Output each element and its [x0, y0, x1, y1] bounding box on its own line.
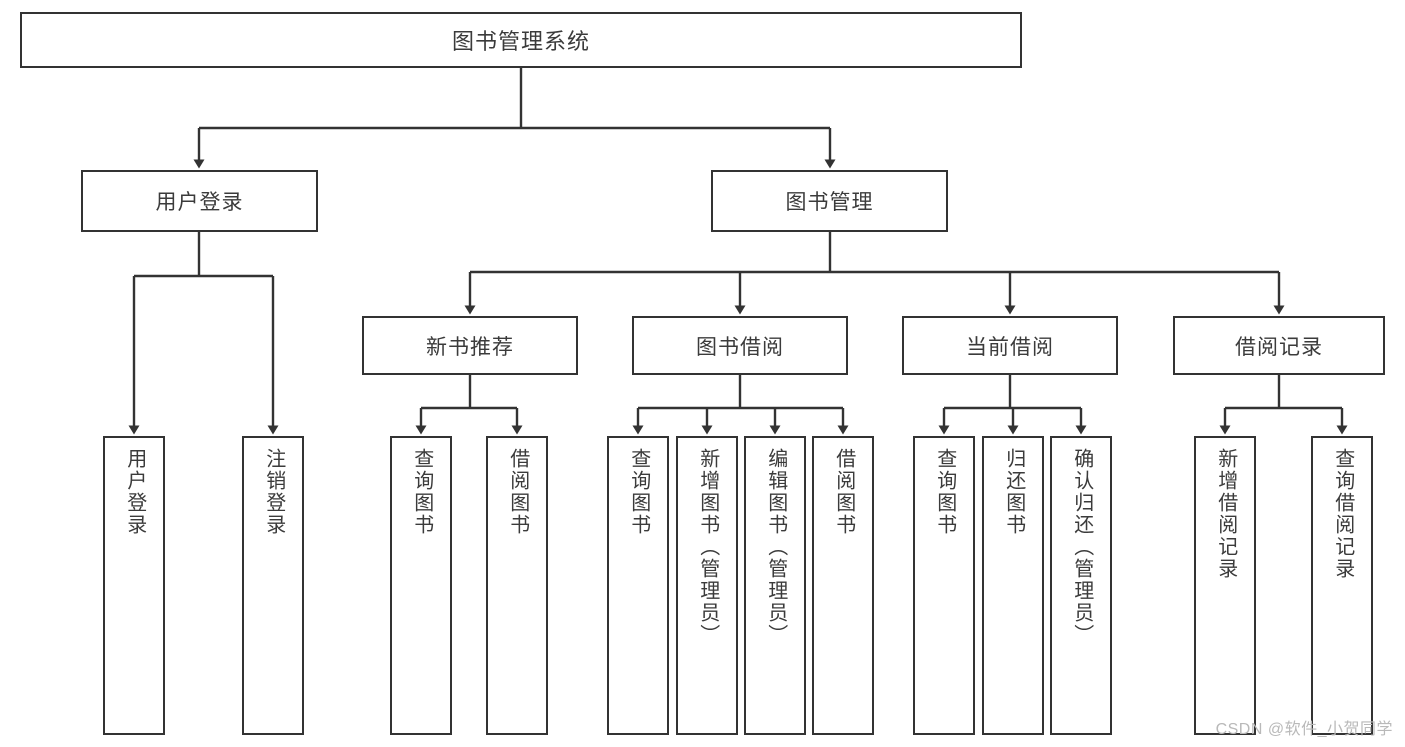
node-leaf-return-book[interactable]: 归还图书 — [982, 436, 1044, 735]
node-leaf-add-book[interactable]: 新增图书（管理员） — [676, 436, 738, 735]
node-leaf-query-book-cur-label: 查询图书 — [933, 448, 956, 536]
node-leaf-edit-book[interactable]: 编辑图书（管理员） — [744, 436, 806, 735]
node-root[interactable]: 图书管理系统 — [20, 12, 1022, 68]
node-leaf-borrow-book-label: 借阅图书 — [832, 448, 855, 536]
node-leaf-user-logout-label: 注销登录 — [262, 448, 285, 536]
node-leaf-user-login-label: 用户登录 — [123, 448, 146, 536]
node-leaf-add-record[interactable]: 新增借阅记录 — [1194, 436, 1256, 735]
node-leaf-user-logout[interactable]: 注销登录 — [242, 436, 304, 735]
node-leaf-edit-book-label: 编辑图书（管理员） — [764, 448, 787, 646]
node-leaf-borrow-book-rec[interactable]: 借阅图书 — [486, 436, 548, 735]
node-root-label: 图书管理系统 — [451, 29, 590, 54]
node-leaf-return-book-label: 归还图书 — [1002, 448, 1025, 536]
node-leaf-user-login[interactable]: 用户登录 — [103, 436, 165, 735]
node-leaf-add-record-label: 新增借阅记录 — [1214, 448, 1237, 580]
node-leaf-query-book-cur[interactable]: 查询图书 — [913, 436, 975, 735]
node-user-login[interactable]: 用户登录 — [81, 170, 318, 232]
node-book-borrow-label: 图书借阅 — [696, 335, 784, 359]
node-new-book-rec-label: 新书推荐 — [426, 335, 514, 359]
node-leaf-confirm-return[interactable]: 确认归还（管理员） — [1050, 436, 1112, 735]
node-current-borrow[interactable]: 当前借阅 — [902, 316, 1118, 375]
node-user-login-label: 用户登录 — [155, 191, 244, 214]
node-new-book-rec[interactable]: 新书推荐 — [362, 316, 578, 375]
node-leaf-borrow-book-rec-label: 借阅图书 — [506, 448, 529, 536]
node-leaf-add-book-label: 新增图书（管理员） — [696, 448, 719, 646]
node-leaf-query-book-rec-label: 查询图书 — [410, 448, 433, 536]
node-book-borrow[interactable]: 图书借阅 — [632, 316, 848, 375]
node-borrow-record-label: 借阅记录 — [1235, 335, 1323, 359]
watermark: CSDN @软件_小贺同学 — [1215, 721, 1393, 738]
node-leaf-query-record-label: 查询借阅记录 — [1331, 448, 1354, 580]
node-leaf-query-book[interactable]: 查询图书 — [607, 436, 669, 735]
node-leaf-query-book-rec[interactable]: 查询图书 — [390, 436, 452, 735]
node-leaf-query-book-label: 查询图书 — [627, 448, 650, 536]
node-leaf-confirm-return-label: 确认归还（管理员） — [1070, 448, 1093, 646]
node-leaf-query-record[interactable]: 查询借阅记录 — [1311, 436, 1373, 735]
node-current-borrow-label: 当前借阅 — [966, 335, 1054, 359]
node-book-manage[interactable]: 图书管理 — [711, 170, 948, 232]
node-leaf-borrow-book[interactable]: 借阅图书 — [812, 436, 874, 735]
node-book-manage-label: 图书管理 — [785, 191, 874, 214]
node-borrow-record[interactable]: 借阅记录 — [1173, 316, 1385, 375]
